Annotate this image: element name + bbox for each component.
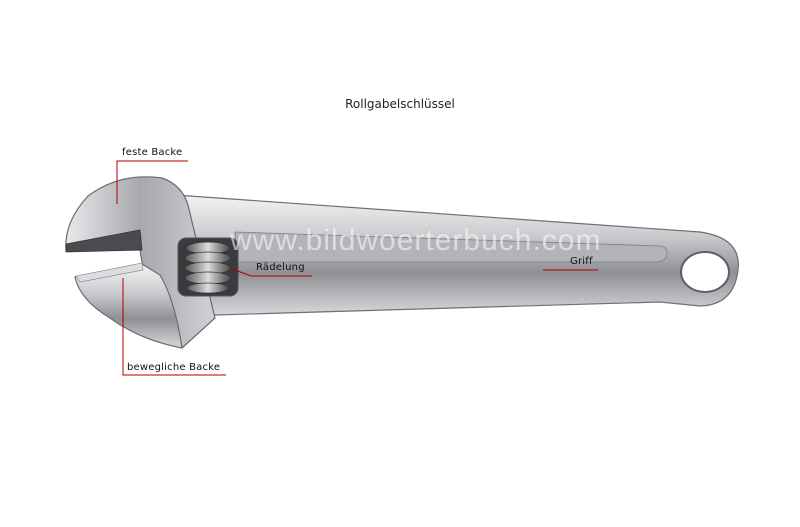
label-knurl: Rädelung bbox=[256, 262, 305, 273]
leader-knurl bbox=[229, 267, 312, 277]
label-handle: Griff bbox=[570, 256, 593, 267]
page-title: Rollgabelschlüssel bbox=[345, 97, 455, 111]
label-movable-jaw: bewegliche Backe bbox=[127, 362, 221, 373]
label-fixed-jaw: feste Backe bbox=[122, 147, 183, 158]
leader-fixed-jaw bbox=[116, 160, 188, 204]
leader-movable-jaw bbox=[122, 278, 226, 376]
leader-lines bbox=[116, 160, 598, 376]
knurl-screw bbox=[184, 241, 232, 294]
hang-hole bbox=[680, 251, 730, 293]
handle-groove bbox=[234, 231, 668, 263]
movable-jaw bbox=[74, 263, 183, 349]
fixed-jaw bbox=[65, 176, 216, 349]
